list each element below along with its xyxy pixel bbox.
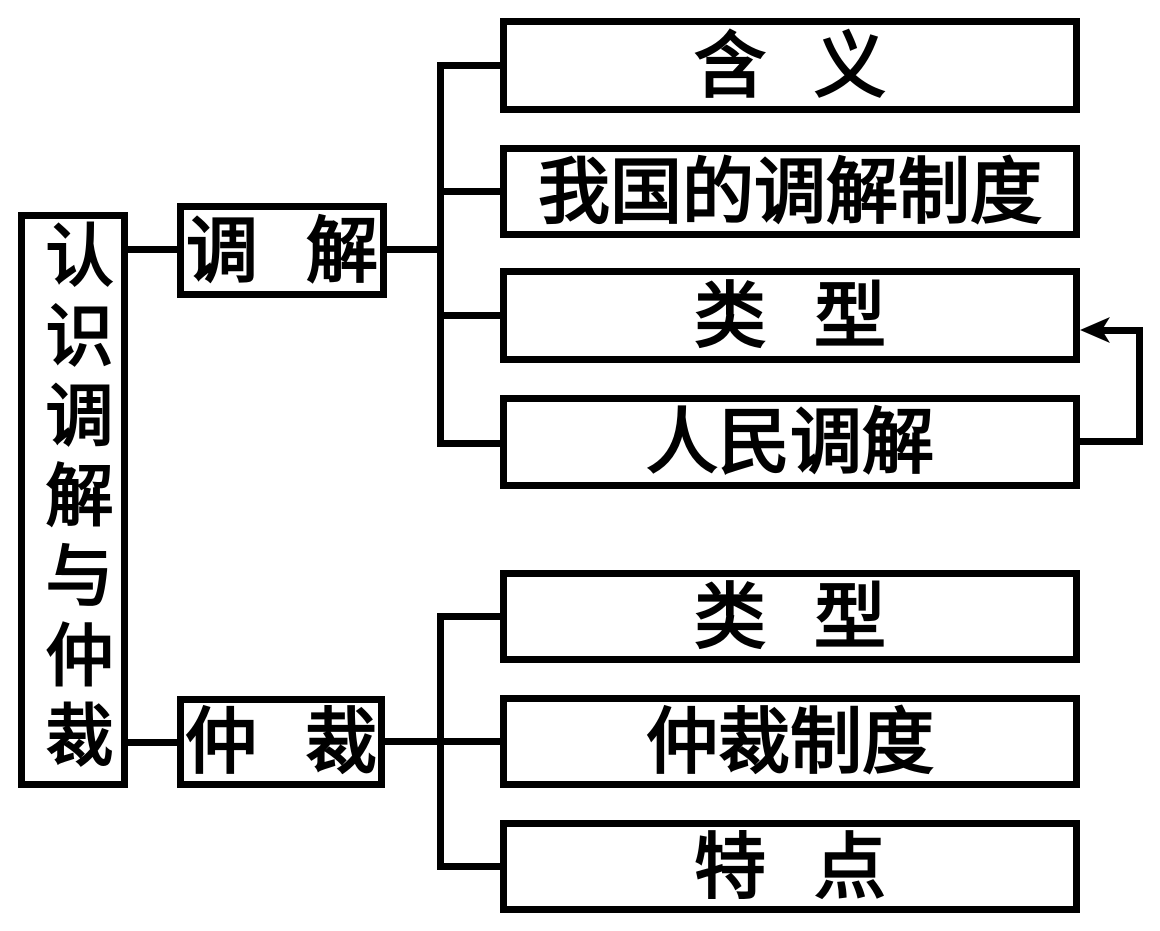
leaf-label-arbitration-types: 类 型 xyxy=(693,573,887,659)
connector-mediation-to-spine xyxy=(385,246,444,253)
leaf-box-arbitration-system: 仲裁制度 xyxy=(500,695,1080,788)
connector-to-characteristics xyxy=(437,863,500,870)
connector-to-meaning xyxy=(437,62,500,69)
leaf-label-peoples-mediation: 人民调解 xyxy=(645,399,934,484)
loop-line-vertical xyxy=(1136,327,1143,445)
loop-line-bottom xyxy=(1078,438,1143,445)
spine-mediation xyxy=(437,62,444,447)
root-box: 认识调解与仲裁 xyxy=(18,212,128,788)
root-label: 认识调解与仲裁 xyxy=(33,220,113,780)
leaf-box-characteristics: 特 点 xyxy=(500,820,1080,913)
branch-label-arbitration: 仲 裁 xyxy=(184,699,378,784)
connector-root-to-arbitration xyxy=(126,739,177,746)
leaf-label-arbitration-system: 仲裁制度 xyxy=(645,698,934,784)
leaf-label-characteristics: 特 点 xyxy=(693,823,887,909)
leaf-box-china-mediation-system: 我国的调解制度 xyxy=(500,145,1080,238)
branch-label-mediation: 调 解 xyxy=(185,207,379,293)
connector-root-to-mediation xyxy=(126,246,177,253)
loop-line-top xyxy=(1102,327,1143,334)
leaf-label-china-mediation-system: 我国的调解制度 xyxy=(537,148,1042,234)
connector-to-mediation-types xyxy=(437,312,500,319)
leaf-label-mediation-types: 类 型 xyxy=(693,272,887,358)
connector-to-arbitration-types xyxy=(437,613,500,620)
spine-arbitration xyxy=(437,613,444,870)
arrow-head-icon xyxy=(1080,317,1110,343)
connector-to-china-mediation-system xyxy=(437,188,500,195)
leaf-box-mediation-types: 类 型 xyxy=(500,268,1080,363)
leaf-box-peoples-mediation: 人民调解 xyxy=(500,395,1080,489)
branch-box-arbitration: 仲 裁 xyxy=(177,696,385,788)
branch-box-mediation: 调 解 xyxy=(177,203,387,298)
leaf-box-meaning: 含 义 xyxy=(500,18,1080,113)
leaf-box-arbitration-types: 类 型 xyxy=(500,570,1080,663)
leaf-label-meaning: 含 义 xyxy=(693,22,887,108)
connector-to-peoples-mediation xyxy=(437,440,500,447)
